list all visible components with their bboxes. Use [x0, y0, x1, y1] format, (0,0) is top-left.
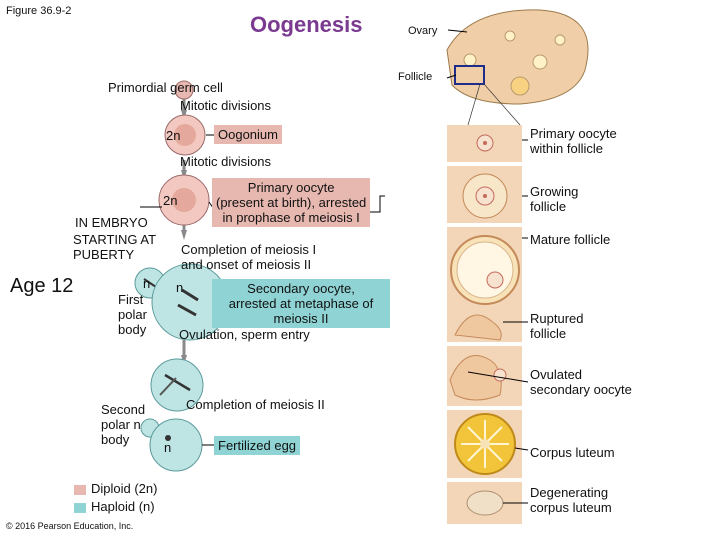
age-label: Age 12 [10, 275, 74, 297]
primary-follicle-label: Primary oocyte within follicle [530, 126, 617, 156]
puberty-label: STARTING AT PUBERTY [73, 232, 156, 262]
mature-follicle-label: Mature follicle [530, 232, 611, 247]
primary-follicle-line2: within follicle [530, 141, 603, 156]
first-polar-line3: body [118, 322, 147, 337]
ruptured-line2: follicle [530, 326, 567, 341]
legend-diploid-label: Diploid (2n) [91, 481, 158, 496]
ovary-label: Ovary [408, 25, 438, 37]
second-polar-line3: body [101, 432, 130, 447]
ruptured-line1: Ruptured [530, 311, 584, 326]
second-polar-line2: polar n [101, 417, 145, 432]
ovulation-label: Ovulation, sperm entry [179, 327, 310, 342]
primordial-label: Primordial germ cell [108, 80, 223, 95]
ruptured-follicle-label: Ruptured follicle [530, 311, 583, 341]
secondary-line1: Secondary oocyte, [247, 281, 355, 296]
oogonium-label: Oogonium [214, 125, 282, 144]
corpus-luteum-label: Corpus luteum [530, 445, 615, 460]
legend-haploid-swatch [74, 503, 86, 513]
growing-line2: follicle [530, 199, 567, 214]
completion1-line2: and onset of meiosis II [181, 257, 312, 272]
starting-line1: STARTING AT [73, 232, 157, 247]
follicle-label: Follicle [398, 71, 433, 83]
second-polar-body-label: Second polar n body [101, 402, 145, 447]
fertilized-ploidy: n [164, 440, 172, 455]
first-polar-ploidy: n [143, 276, 151, 291]
page-title: Oogenesis [250, 12, 363, 37]
completion1-line1: Completion of meiosis I [181, 242, 317, 257]
ovulated-line1: Ovulated [530, 367, 583, 382]
second-polar-word: polar [101, 417, 130, 432]
primary-oocyte-label: Primary oocyte (present at birth), arres… [212, 178, 371, 227]
oogonium-ploidy: 2n [166, 128, 181, 143]
second-polar-line1: Second [101, 402, 146, 417]
completion-meiosis-2: Completion of meiosis II [186, 397, 325, 412]
degenerating-label: Degenerating corpus luteum [530, 485, 612, 515]
primary-oocyte-line2: (present at birth), arrested [216, 195, 367, 210]
second-polar-ploidy: n [133, 417, 141, 432]
primary-oocyte-line1: Primary oocyte [247, 180, 335, 195]
mitotic-divisions-1: Mitotic divisions [180, 98, 272, 113]
secondary-line2: arrested at metaphase of [228, 296, 374, 311]
embryo-label: IN EMBRYO [75, 215, 148, 230]
mitotic-divisions-2: Mitotic divisions [180, 154, 272, 169]
growing-line1: Growing [530, 184, 579, 199]
starting-line2: PUBERTY [73, 247, 135, 262]
ovulated-line2: secondary oocyte [530, 382, 632, 397]
secondary-oocyte-label: Secondary oocyte, arrested at metaphase … [212, 279, 390, 328]
primary-follicle-line1: Primary oocyte [530, 126, 617, 141]
primary-oocyte-line3: in prophase of meiosis I [222, 210, 360, 225]
first-polar-body-label: First polar body [118, 292, 147, 337]
secondary-line3: meiosis II [273, 311, 329, 326]
fertilized-egg-label: Fertilized egg [214, 436, 301, 455]
degenerating-line1: Degenerating [530, 485, 609, 500]
growing-follicle-label: Growing follicle [530, 184, 578, 214]
first-polar-line1: First [118, 292, 144, 307]
legend-diploid-swatch [74, 485, 86, 495]
copyright: © 2016 Pearson Education, Inc. [6, 521, 134, 531]
secondary-oocyte-ploidy: n [176, 280, 184, 295]
completion-meiosis-1: Completion of meiosis I and onset of mei… [181, 242, 316, 272]
ovary-shape [446, 9, 589, 105]
primary-oocyte-ploidy: 2n [163, 193, 178, 208]
first-polar-line2: polar [118, 307, 147, 322]
degenerating-line2: corpus luteum [530, 500, 612, 515]
legend-haploid-label: Haploid (n) [91, 499, 155, 514]
ovulated-label: Ovulated secondary oocyte [530, 367, 632, 397]
figure-label: Figure 36.9-2 [6, 5, 72, 17]
